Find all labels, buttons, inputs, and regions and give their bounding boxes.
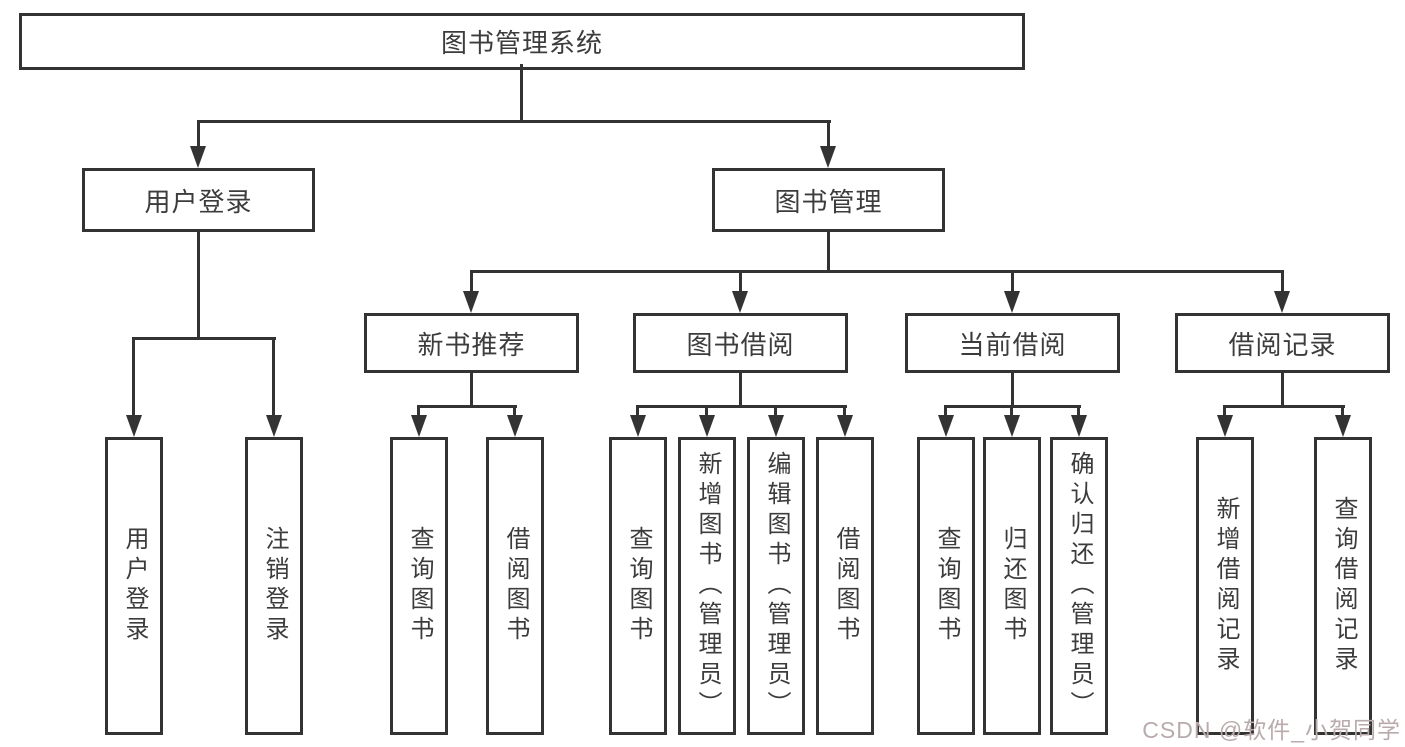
leaf-label: 编辑图书（管理员） [763,451,789,721]
arrow-down-icon [1071,415,1087,437]
leaf-query-books-1: 查询图书 [390,437,448,735]
leaf-borrow-books-2: 借阅图书 [816,437,874,735]
arrow-down-icon [1004,291,1020,313]
connector-line [470,270,1284,273]
leaf-logout: 注销登录 [245,437,303,735]
connector-line [520,64,523,123]
connector-line [132,337,135,418]
connector-line [1341,405,1344,419]
leaf-query-books-3: 查询图书 [917,437,975,735]
arrow-down-icon [266,415,282,437]
leaf-label: 用户登录 [121,526,147,646]
leaf-label: 查询图书 [406,526,432,646]
connector-line [705,405,708,419]
leaf-query-borrow-record: 查询借阅记录 [1314,437,1372,735]
node-new-book-recommend: 新书推荐 [364,313,579,373]
arrow-down-icon [699,415,715,437]
leaf-label: 查询图书 [933,526,959,646]
arrow-down-icon [1004,415,1020,437]
arrow-down-icon [938,415,954,437]
arrow-down-icon [768,415,784,437]
connector-line [1077,405,1080,419]
leaf-edit-books-admin: 编辑图书（管理员） [747,437,805,735]
leaf-label: 归还图书 [999,526,1025,646]
arrow-down-icon [1274,291,1290,313]
leaf-add-borrow-record: 新增借阅记录 [1196,437,1254,735]
connector-line [1010,405,1013,419]
connector-line [1011,370,1014,408]
leaf-label: 借阅图书 [832,526,858,646]
arrow-down-icon [837,415,853,437]
connector-line [197,120,831,123]
leaf-confirm-return-admin: 确认归还（管理员） [1050,437,1108,735]
connector-line [739,270,742,295]
leaf-label: 确认归还（管理员） [1066,451,1092,721]
node-user-login: 用户登录 [82,168,315,232]
leaf-label: 新增借阅记录 [1212,496,1238,676]
connector-line [636,405,847,408]
arrow-down-icon [411,415,427,437]
leaf-label: 查询图书 [625,526,651,646]
node-root: 图书管理系统 [19,13,1025,70]
connector-line [1281,370,1284,408]
connector-line [1223,405,1345,408]
connector-line [197,229,200,340]
connector-line [470,370,473,408]
connector-line [1223,405,1226,419]
node-current-borrow: 当前借阅 [905,313,1120,373]
connector-line [1011,270,1014,295]
connector-line [843,405,846,419]
arrow-down-icon [126,415,142,437]
arrow-down-icon [630,415,646,437]
connector-line [827,229,830,273]
leaf-borrow-books-1: 借阅图书 [486,437,544,735]
arrow-down-icon [190,146,206,168]
csdn-watermark: CSDN @软件_小贺同学 [1142,717,1401,743]
connector-line [636,405,639,419]
connector-line [774,405,777,419]
node-book-borrow: 图书借阅 [633,313,848,373]
connector-line [132,337,276,340]
leaf-label: 借阅图书 [502,526,528,646]
arrow-down-icon [820,146,836,168]
connector-line [272,337,275,418]
connector-line [417,405,420,419]
connector-line [944,405,947,419]
leaf-label: 新增图书（管理员） [694,451,720,721]
connector-line [470,270,473,295]
connector-line [513,405,516,419]
connector-line [739,370,742,408]
connector-line [827,120,830,150]
leaf-label: 查询借阅记录 [1330,496,1356,676]
leaf-query-books-2: 查询图书 [609,437,667,735]
leaf-label: 注销登录 [261,526,287,646]
arrow-down-icon [1217,415,1233,437]
leaf-return-books: 归还图书 [983,437,1041,735]
leaf-add-books-admin: 新增图书（管理员） [678,437,736,735]
node-book-management: 图书管理 [712,168,945,232]
connector-line [197,120,200,150]
connector-line [1281,270,1284,295]
arrow-down-icon [1335,415,1351,437]
node-borrow-records: 借阅记录 [1175,313,1390,373]
arrow-down-icon [507,415,523,437]
arrow-down-icon [463,291,479,313]
leaf-user-login: 用户登录 [105,437,163,735]
connector-line [417,405,517,408]
arrow-down-icon [732,291,748,313]
